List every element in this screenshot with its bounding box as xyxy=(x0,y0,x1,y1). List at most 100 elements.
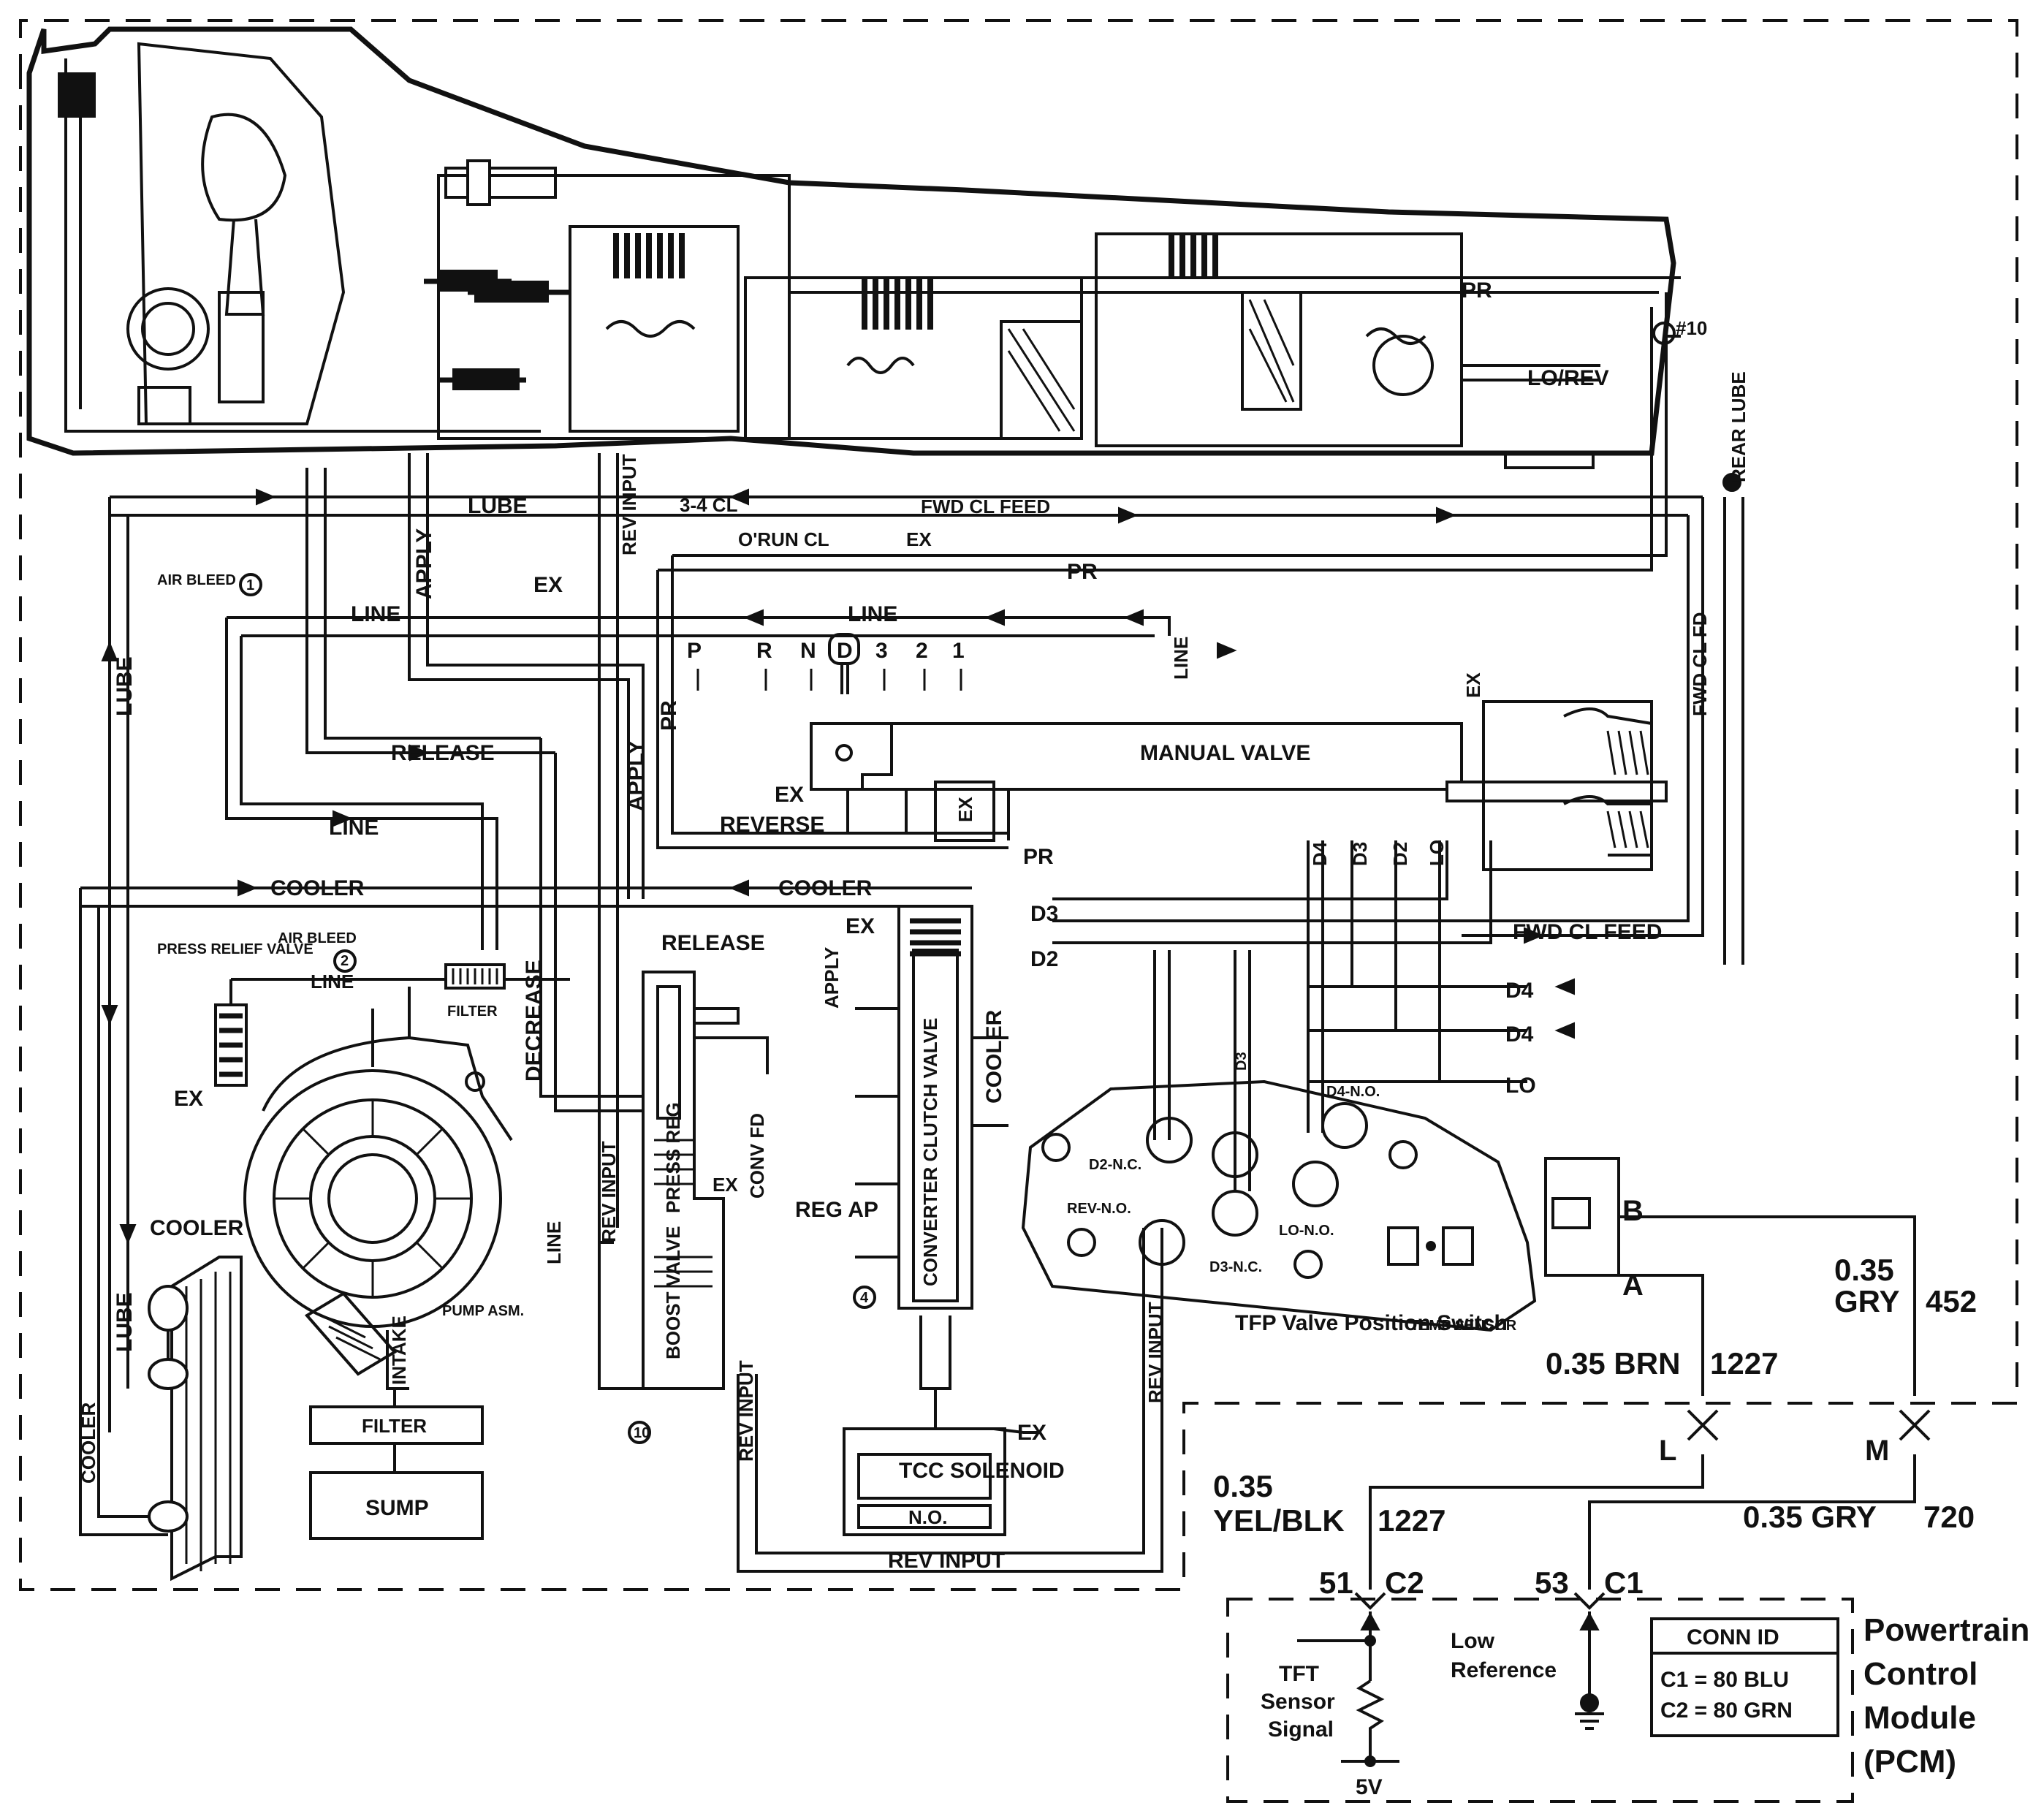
line-filter xyxy=(444,963,506,990)
label-cooler-vert: COOLER xyxy=(982,1009,1006,1104)
label-press-relief-valve: PRESS RELIEF VALVE xyxy=(157,941,314,957)
label-boost-valve: BOOST VALVE xyxy=(662,1226,684,1360)
wire-1227-top-circuit: 1227 xyxy=(1710,1346,1778,1381)
label-pump-asm: PUMP ASM. xyxy=(442,1303,524,1319)
label-d2-vert: D2 xyxy=(1389,842,1411,866)
pcm-internal-circuit xyxy=(1297,1611,1839,1767)
label-lube-left: LUBE xyxy=(113,656,137,716)
label-ex-top: EX xyxy=(533,573,563,597)
gear-selector-ticks xyxy=(696,665,962,694)
label-d4-h1: D4 xyxy=(1505,979,1534,1003)
label-press-reg: PRESS REG xyxy=(662,1102,684,1213)
pin-51: 51 xyxy=(1319,1565,1353,1600)
label-ex-tcc: EX xyxy=(846,914,875,938)
label-line-vert2: LINE xyxy=(543,1221,565,1264)
wire-452-circuit: 452 xyxy=(1926,1284,1977,1318)
label-lo-no: LO-N.O. xyxy=(1279,1223,1334,1239)
pcm-reference: Reference xyxy=(1451,1658,1557,1682)
label-3-4-cl: 3-4 CL xyxy=(680,494,738,516)
label-sump: SUMP xyxy=(365,1496,429,1520)
label-d4-no: D4-N.O. xyxy=(1326,1084,1380,1100)
cooler-unit xyxy=(148,1256,243,1582)
pcm-tft: TFT xyxy=(1279,1662,1319,1686)
label-filter-big: FILTER xyxy=(362,1415,427,1437)
label-line-lower: LINE xyxy=(329,816,379,840)
hydraulic-labels: PR #10 LO/REV REAR LUBE LUBE REV INPUT 3… xyxy=(77,278,1749,1573)
label-rev-input-right: REV INPUT xyxy=(1144,1302,1166,1403)
label-d4-h2: D4 xyxy=(1505,1022,1534,1047)
label-rev-input-mid: REV INPUT xyxy=(735,1360,757,1462)
label-check-4: 4 xyxy=(860,1290,869,1306)
label-d3-vert2: D3 xyxy=(1234,1052,1250,1071)
gear-d: D xyxy=(837,639,853,663)
pcm-c2-color: C2 = 80 GRN xyxy=(1660,1698,1793,1723)
conn-c2: C2 xyxy=(1385,1565,1424,1600)
check-balls xyxy=(239,322,1741,1444)
wire-720: 0.35 GRY xyxy=(1743,1500,1877,1534)
label-d3-vert: D3 xyxy=(1349,842,1371,866)
label-no-sol: N.O. xyxy=(908,1506,947,1528)
label-pr-bottom: PR xyxy=(1023,845,1054,869)
label-line-mid: LINE xyxy=(848,602,897,626)
transmission-case xyxy=(26,26,1676,469)
hydraulic-passages xyxy=(79,276,1744,1573)
label-ex-box: EX xyxy=(954,797,976,822)
label-reg-ap: REG AP xyxy=(795,1198,878,1222)
label-lube-top: LUBE xyxy=(468,494,528,518)
pump-assembly xyxy=(243,987,513,1390)
pcm-signal: Signal xyxy=(1268,1717,1334,1742)
label-decrease: DECREASE xyxy=(522,960,546,1082)
clutch-pack-2 xyxy=(862,277,933,330)
label-ex-reg: EX xyxy=(713,1174,738,1196)
label-line-vert: LINE xyxy=(1170,637,1192,680)
pressure-relief-valve xyxy=(214,978,570,1087)
label-rev-input-top: REV INPUT xyxy=(618,454,640,555)
label-pr-left: PR xyxy=(657,700,681,731)
label-ex-right: EX xyxy=(1462,672,1484,698)
label-release-low: RELEASE xyxy=(661,931,765,955)
pin-m: M xyxy=(1865,1435,1889,1467)
pcm-labels: TFT Sensor Signal Low Reference 5V CONN … xyxy=(1261,1612,2029,1799)
gear-p: P xyxy=(687,639,702,663)
label-intake: INTAKE xyxy=(388,1315,410,1385)
label-fwd-cl-feed-low: FWD CL FEED xyxy=(1513,920,1662,944)
label-d4-vert: D4 xyxy=(1309,841,1331,866)
label-air-bleed-2: AIR BLEED xyxy=(278,930,357,946)
label-line-small: LINE xyxy=(311,971,354,992)
sump-box xyxy=(309,1471,484,1540)
wire-452-color: GRY xyxy=(1834,1284,1899,1318)
gear-3: 3 xyxy=(875,639,888,663)
pin-53: 53 xyxy=(1535,1565,1569,1600)
label-lube-low: LUBE xyxy=(113,1292,137,1352)
tfp-switch-assembly xyxy=(1021,1079,1537,1332)
label-check-10: #10 xyxy=(1676,317,1707,339)
label-air-bleed-1: AIR BLEED xyxy=(157,572,236,588)
pcm-title-2: Control xyxy=(1863,1656,1977,1692)
label-apply-mid: APPLY xyxy=(624,740,648,811)
fwd-clutch-accumulator xyxy=(1482,700,1653,871)
label-d3-nc: D3-N.C. xyxy=(1209,1259,1262,1275)
label-cooler-unit: COOLER xyxy=(150,1216,244,1240)
label-orun-cl: O'RUN CL xyxy=(738,528,829,550)
clutch-pack-1 xyxy=(613,233,685,278)
tcc-solenoid xyxy=(843,1389,1024,1536)
label-cooler-mid: COOLER xyxy=(778,876,873,900)
label-pr-top: PR xyxy=(1462,278,1492,303)
wiring xyxy=(1354,1215,1931,1610)
label-rev-no: REV-N.O. xyxy=(1067,1201,1131,1217)
gear-d-ring xyxy=(828,633,860,665)
label-lo-rev: LO/REV xyxy=(1527,366,1609,390)
label-reverse: REVERSE xyxy=(720,813,824,837)
label-apply-low: APPLY xyxy=(821,947,843,1009)
pcm-title-4: (PCM) xyxy=(1863,1744,1956,1780)
pcm-5v: 5V xyxy=(1356,1775,1383,1799)
label-manual-valve: MANUAL VALVE xyxy=(1140,741,1310,765)
flow-arrows xyxy=(101,488,1575,1245)
wire-1227-top: 0.35 BRN xyxy=(1546,1346,1680,1381)
wire-452-gauge: 0.35 xyxy=(1834,1253,1894,1287)
pcm-low: Low xyxy=(1451,1629,1495,1653)
label-conv-fd: CONV FD xyxy=(746,1113,768,1199)
converter-clutch-valve-body xyxy=(855,905,1008,1390)
pcm-title-1: Powertrain xyxy=(1863,1612,2029,1648)
